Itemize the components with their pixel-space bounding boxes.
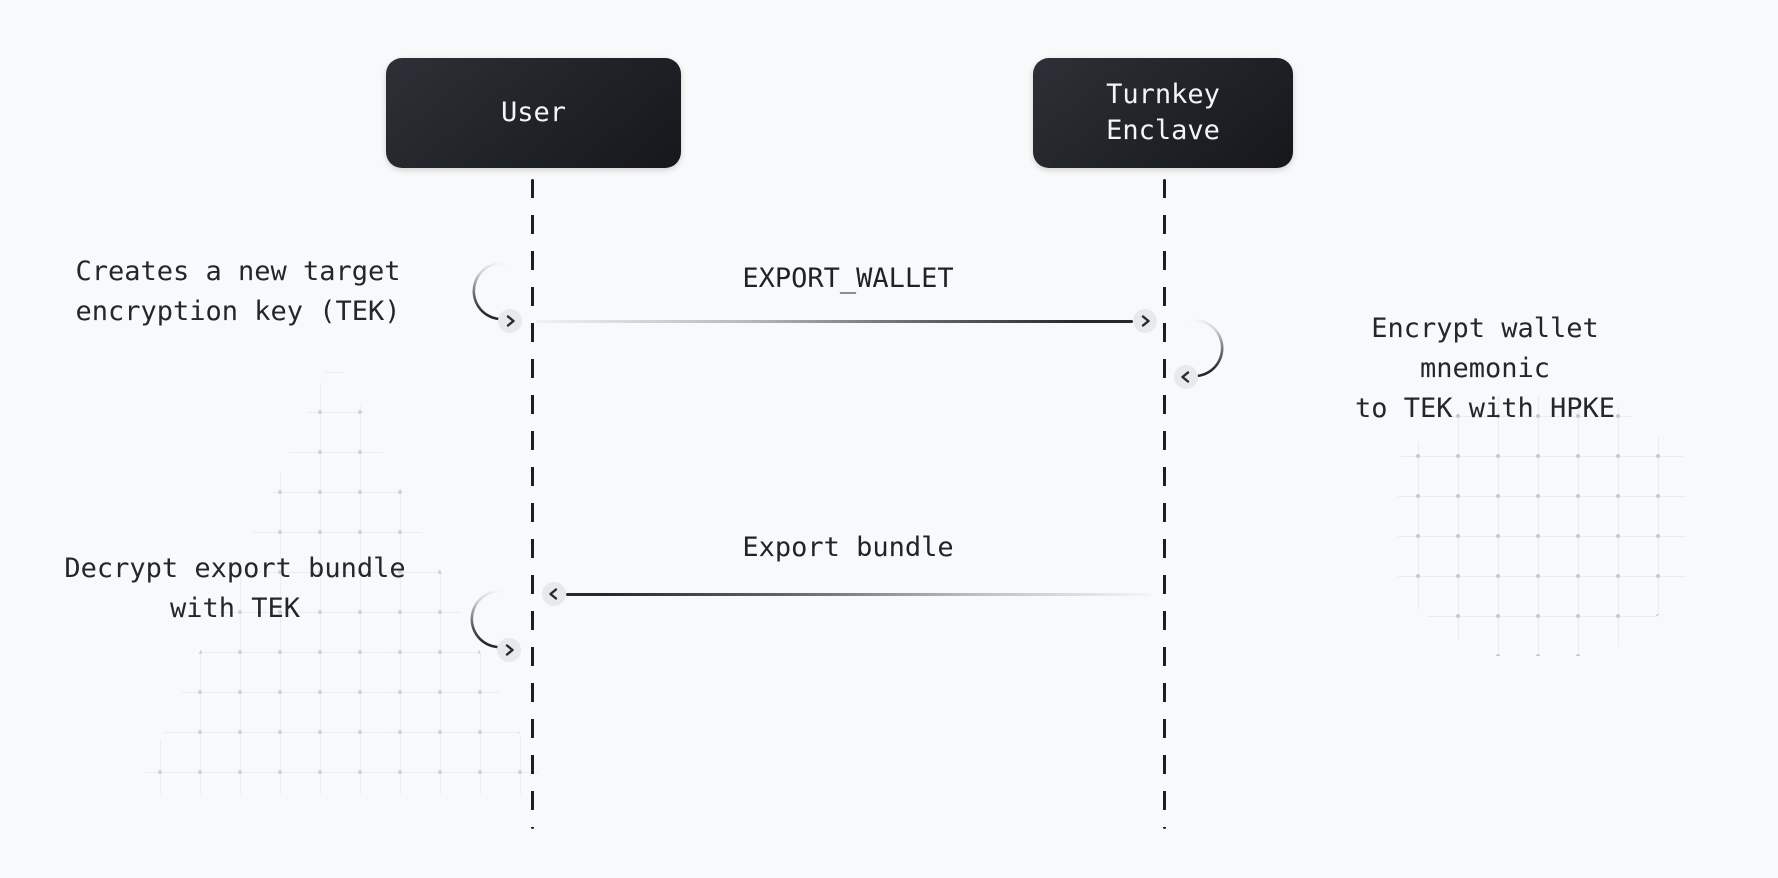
arrow-head-export-wallet <box>1133 309 1157 333</box>
message-line-export-bundle <box>566 593 1151 596</box>
message-label-export-wallet: EXPORT_WALLET <box>742 263 954 294</box>
chevron-left-icon <box>549 588 558 600</box>
arrow-head-enclave-loop <box>1174 365 1198 389</box>
chevron-right-icon <box>1141 315 1150 327</box>
chevron-right-icon <box>506 315 515 327</box>
chevron-right-icon <box>505 644 514 656</box>
actor-label-user: User <box>500 97 567 128</box>
actor-box-turnkey-enclave: Turnkey Enclave <box>1033 58 1293 168</box>
message-line-export-wallet <box>536 320 1133 323</box>
note-create-tek: Creates a new target encryption key (TEK… <box>75 256 401 327</box>
note-encrypt-mnemonic: Encrypt wallet mnemonic to TEK with HPKE <box>1354 313 1616 424</box>
arrow-head-export-bundle <box>542 582 566 606</box>
message-label-export-bundle: Export bundle <box>742 532 954 563</box>
enclave-lifeline <box>1163 179 1166 829</box>
chevron-left-icon <box>1181 371 1190 383</box>
arrow-head-user-loop-1 <box>498 309 522 333</box>
actor-label-turnkey-enclave: Turnkey Enclave <box>1106 79 1220 146</box>
dot-grid-pattern-right <box>1398 396 1686 656</box>
user-lifeline <box>531 179 534 829</box>
arrow-head-user-loop-2 <box>497 638 521 662</box>
note-decrypt-bundle: Decrypt export bundle with TEK <box>64 553 406 624</box>
actor-box-user: User <box>386 58 681 168</box>
